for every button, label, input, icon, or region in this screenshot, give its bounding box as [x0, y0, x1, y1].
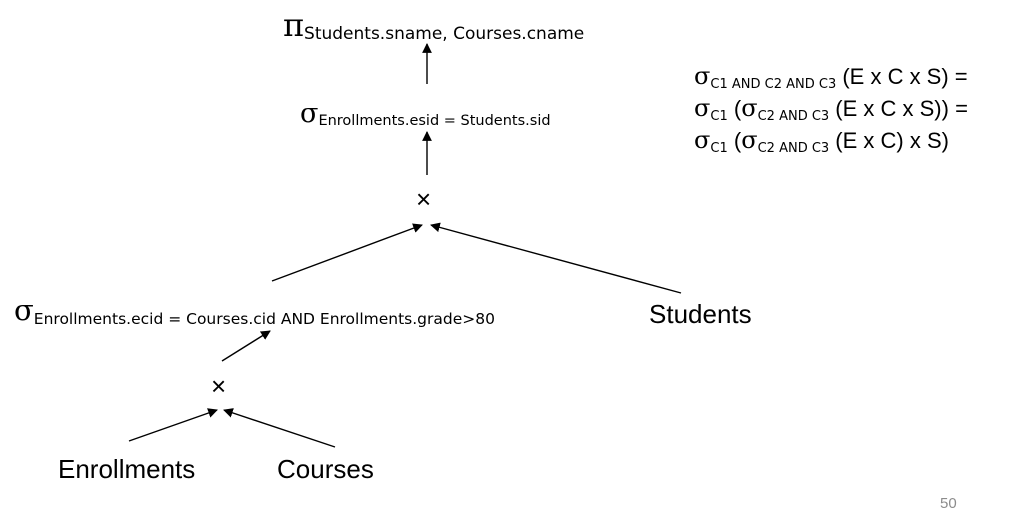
selection-condition: C2 AND C3	[757, 109, 830, 124]
sigma-symbol: σ	[694, 62, 711, 90]
pi-symbol: π	[283, 6, 305, 44]
equation-line-2: σC1 (σC2 AND C3 (E x C x S)) =	[694, 94, 968, 123]
edge-enrollments-to-cross	[128, 408, 218, 442]
equation-line-1: σC1 AND C2 AND C3 (E x C x S) =	[694, 62, 968, 91]
selection-condition: C1 AND C2 AND C3	[710, 77, 837, 92]
page-number: 50	[940, 495, 957, 512]
selection-condition-top: Enrollments.esid = Students.sid	[318, 113, 551, 129]
equation-text: (E x C) x S)	[829, 128, 949, 153]
selection-condition: C1	[710, 141, 728, 156]
edge-left-selection-to-cross	[271, 223, 423, 282]
sigma-symbol: σ	[14, 293, 34, 327]
equation-text: (	[727, 128, 742, 153]
leaf-students: Students	[649, 299, 752, 329]
selection-condition-left: Enrollments.ecid = Courses.cid AND Enrol…	[33, 310, 495, 328]
equation-line-3: σC1 (σC2 AND C3 (E x C) x S)	[694, 126, 949, 155]
selection-node-top: σEnrollments.esid = Students.sid	[300, 98, 551, 129]
selection-node-left: σEnrollments.ecid = Courses.cid AND Enro…	[14, 293, 495, 328]
equation-text: (	[727, 96, 742, 121]
projection-attributes: Students.sname, Courses.cname	[304, 24, 585, 44]
sigma-symbol: σ	[741, 94, 758, 122]
leaf-courses: Courses	[277, 454, 374, 484]
edge-students-to-cross	[430, 222, 682, 294]
cross-product-bottom: ×	[211, 371, 227, 401]
selection-condition: C2 AND C3	[757, 141, 830, 156]
edge-cross-to-left-selection	[221, 330, 271, 362]
sigma-symbol: σ	[300, 98, 319, 129]
sigma-symbol: σ	[694, 126, 711, 154]
selection-condition: C1	[710, 109, 728, 124]
leaf-enrollments: Enrollments	[58, 454, 196, 484]
projection-node: πStudents.sname, Courses.cname	[283, 6, 585, 44]
sigma-symbol: σ	[694, 94, 711, 122]
equation-text: (E x C x S)) =	[829, 96, 968, 121]
cross-product-top: ×	[416, 184, 432, 214]
equation-text: (E x C x S) =	[836, 64, 968, 89]
sigma-symbol: σ	[741, 126, 758, 154]
edge-courses-to-cross	[223, 408, 336, 448]
